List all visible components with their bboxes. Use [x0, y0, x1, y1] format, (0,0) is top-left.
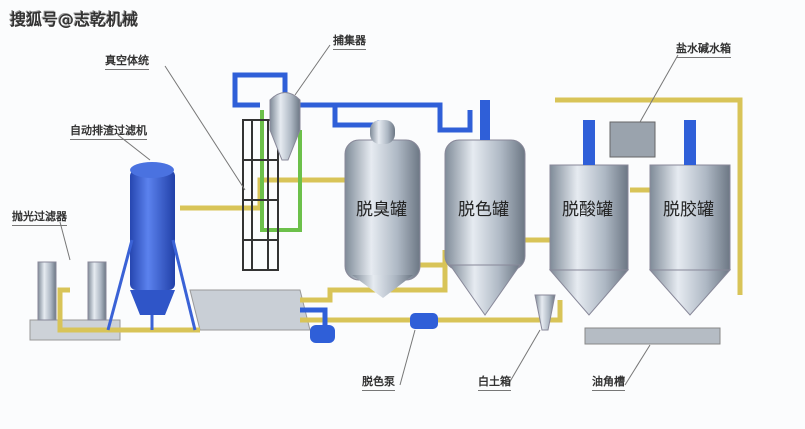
deodorizing-tank: [344, 120, 421, 298]
auto-discharge-filter: [106, 162, 197, 331]
deacidification-tank: [548, 120, 630, 316]
label-vacuum-system: 真空体统: [105, 52, 149, 70]
brine-tank-box: [609, 121, 656, 158]
label-auto-filter: 自动排渣过滤机: [70, 122, 147, 140]
tank-label-degumming: 脱胶罐: [663, 200, 714, 220]
tank-label-bleaching: 脱色罐: [458, 200, 509, 220]
base-platform: [29, 289, 311, 341]
leader-lines: [59, 44, 679, 386]
pumps: [310, 313, 438, 343]
tank-label-deacidification: 脱酸罐: [562, 200, 613, 220]
tank-label-deodorizing: 脱臭罐: [356, 200, 407, 220]
label-bleach-pump: 脱色泵: [362, 373, 395, 391]
label-soapstock-tank: 油角槽: [592, 373, 625, 391]
label-polish-filter: 抛光过滤器: [12, 208, 67, 226]
label-clay-tank: 白土箱: [478, 373, 511, 391]
degumming-tank: [648, 120, 732, 316]
label-brine-tank: 盐水碱水箱: [676, 40, 731, 58]
soapstock-trough: [584, 327, 721, 345]
collector-vessel: [269, 92, 301, 161]
green-pipe: [260, 110, 302, 232]
yellow-pipes: [57, 97, 743, 333]
vacuum-tower: [242, 119, 279, 271]
label-collector: 捕集器: [333, 32, 366, 50]
clay-tank-vessel: [534, 294, 556, 331]
tanks: [344, 100, 732, 316]
bleaching-tank: [444, 100, 526, 316]
watermark: 搜狐号@志乾机械: [10, 10, 139, 29]
polish-filter: [37, 261, 107, 321]
